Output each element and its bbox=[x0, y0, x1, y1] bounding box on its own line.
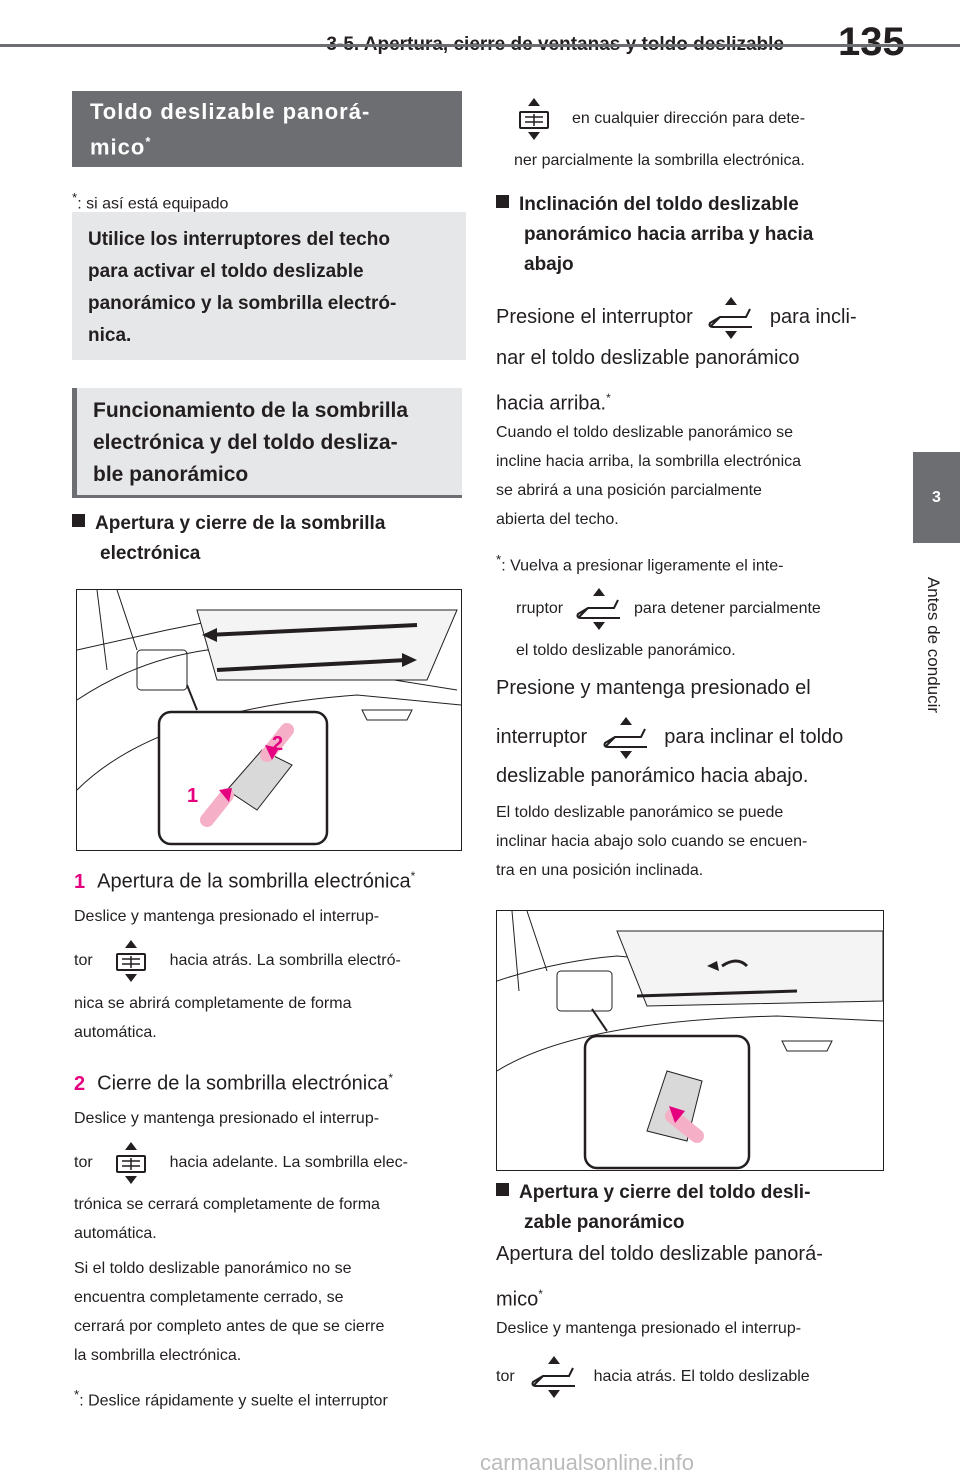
tilt-up-detail: Cuando el toldo deslizable panorámico se… bbox=[496, 424, 802, 528]
tilt-heading: Inclinación del toldo deslizable panorám… bbox=[496, 190, 813, 280]
open-close-heading: Apertura y cierre del toldo desli- zable… bbox=[496, 1178, 810, 1238]
shade-switch-icon bbox=[111, 1140, 151, 1186]
shade-switch-figure: 2 1 bbox=[76, 589, 462, 851]
item-1-line-2: tor hacia atrás. La sombrilla electró- bbox=[74, 936, 454, 986]
cont-line-2: ner parcialmente la sombrilla electrónic… bbox=[514, 152, 805, 169]
tilt-down-line-2: interruptor para inclinar el toldo bbox=[496, 712, 843, 762]
page-number: 135 bbox=[838, 20, 905, 64]
figure-label-2: 2 bbox=[272, 733, 283, 755]
tilt-footnote-2: rruptor para detener parcialmente bbox=[516, 584, 876, 634]
shade-switch-icon bbox=[514, 96, 554, 142]
figure-label-1: 1 bbox=[187, 785, 198, 807]
cont-line-1: en cualquier dirección para dete- bbox=[514, 94, 805, 144]
chapter-tab: 3 bbox=[913, 452, 960, 543]
open-roof-line: Apertura del toldo deslizable panorá- mi… bbox=[496, 1243, 823, 1311]
tilt-up-line-2: nar el toldo deslizable panorámico hacia… bbox=[496, 347, 800, 415]
roof-switch-icon bbox=[529, 1354, 579, 1400]
header-rule bbox=[0, 44, 960, 47]
tilt-down-line-3: deslizable panorámico hacia abajo. bbox=[496, 765, 809, 787]
chapter-label: Antes de conducir bbox=[924, 576, 943, 714]
roof-switch-figure bbox=[496, 910, 884, 1171]
watermark: carmanualsonline.info bbox=[480, 1450, 695, 1475]
tilt-up-line-1: Presione el interruptor para incli- bbox=[496, 292, 896, 342]
roof-switch-icon bbox=[574, 586, 624, 632]
shade-footnote: *: Deslice rápidamente y suelte el inter… bbox=[74, 1387, 388, 1410]
item-1-line-1: Deslice y mantenga presionado el interru… bbox=[74, 908, 380, 925]
tilt-down-line-1: Presione y mantenga presionado el bbox=[496, 677, 811, 699]
open-roof-desc-1: Deslice y mantenga presionado el interru… bbox=[496, 1320, 802, 1337]
page-title: Toldo deslizable panorá- mico* bbox=[72, 91, 462, 167]
item-2-line-3: trónica se cerrará completamente de form… bbox=[74, 1196, 380, 1242]
shade-switch-icon bbox=[111, 938, 151, 984]
roof-switch-icon bbox=[601, 715, 651, 761]
equipped-footnote: *: si así está equipado bbox=[72, 190, 229, 213]
roof-switch-icon bbox=[706, 295, 756, 341]
item-2-line-2: tor hacia adelante. La sombrilla elec- bbox=[74, 1138, 454, 1188]
shade-heading: Apertura y cierre de la sombrilla electr… bbox=[72, 509, 385, 569]
item-2-line-1: Deslice y mantenga presionado el interru… bbox=[74, 1110, 380, 1127]
tilt-footnote-1: *: Vuelva a presionar ligeramente el int… bbox=[496, 552, 784, 575]
open-roof-desc-2: tor hacia atrás. El toldo deslizable bbox=[496, 1352, 876, 1402]
tilt-footnote-3: el toldo deslizable panorámico. bbox=[516, 642, 736, 659]
